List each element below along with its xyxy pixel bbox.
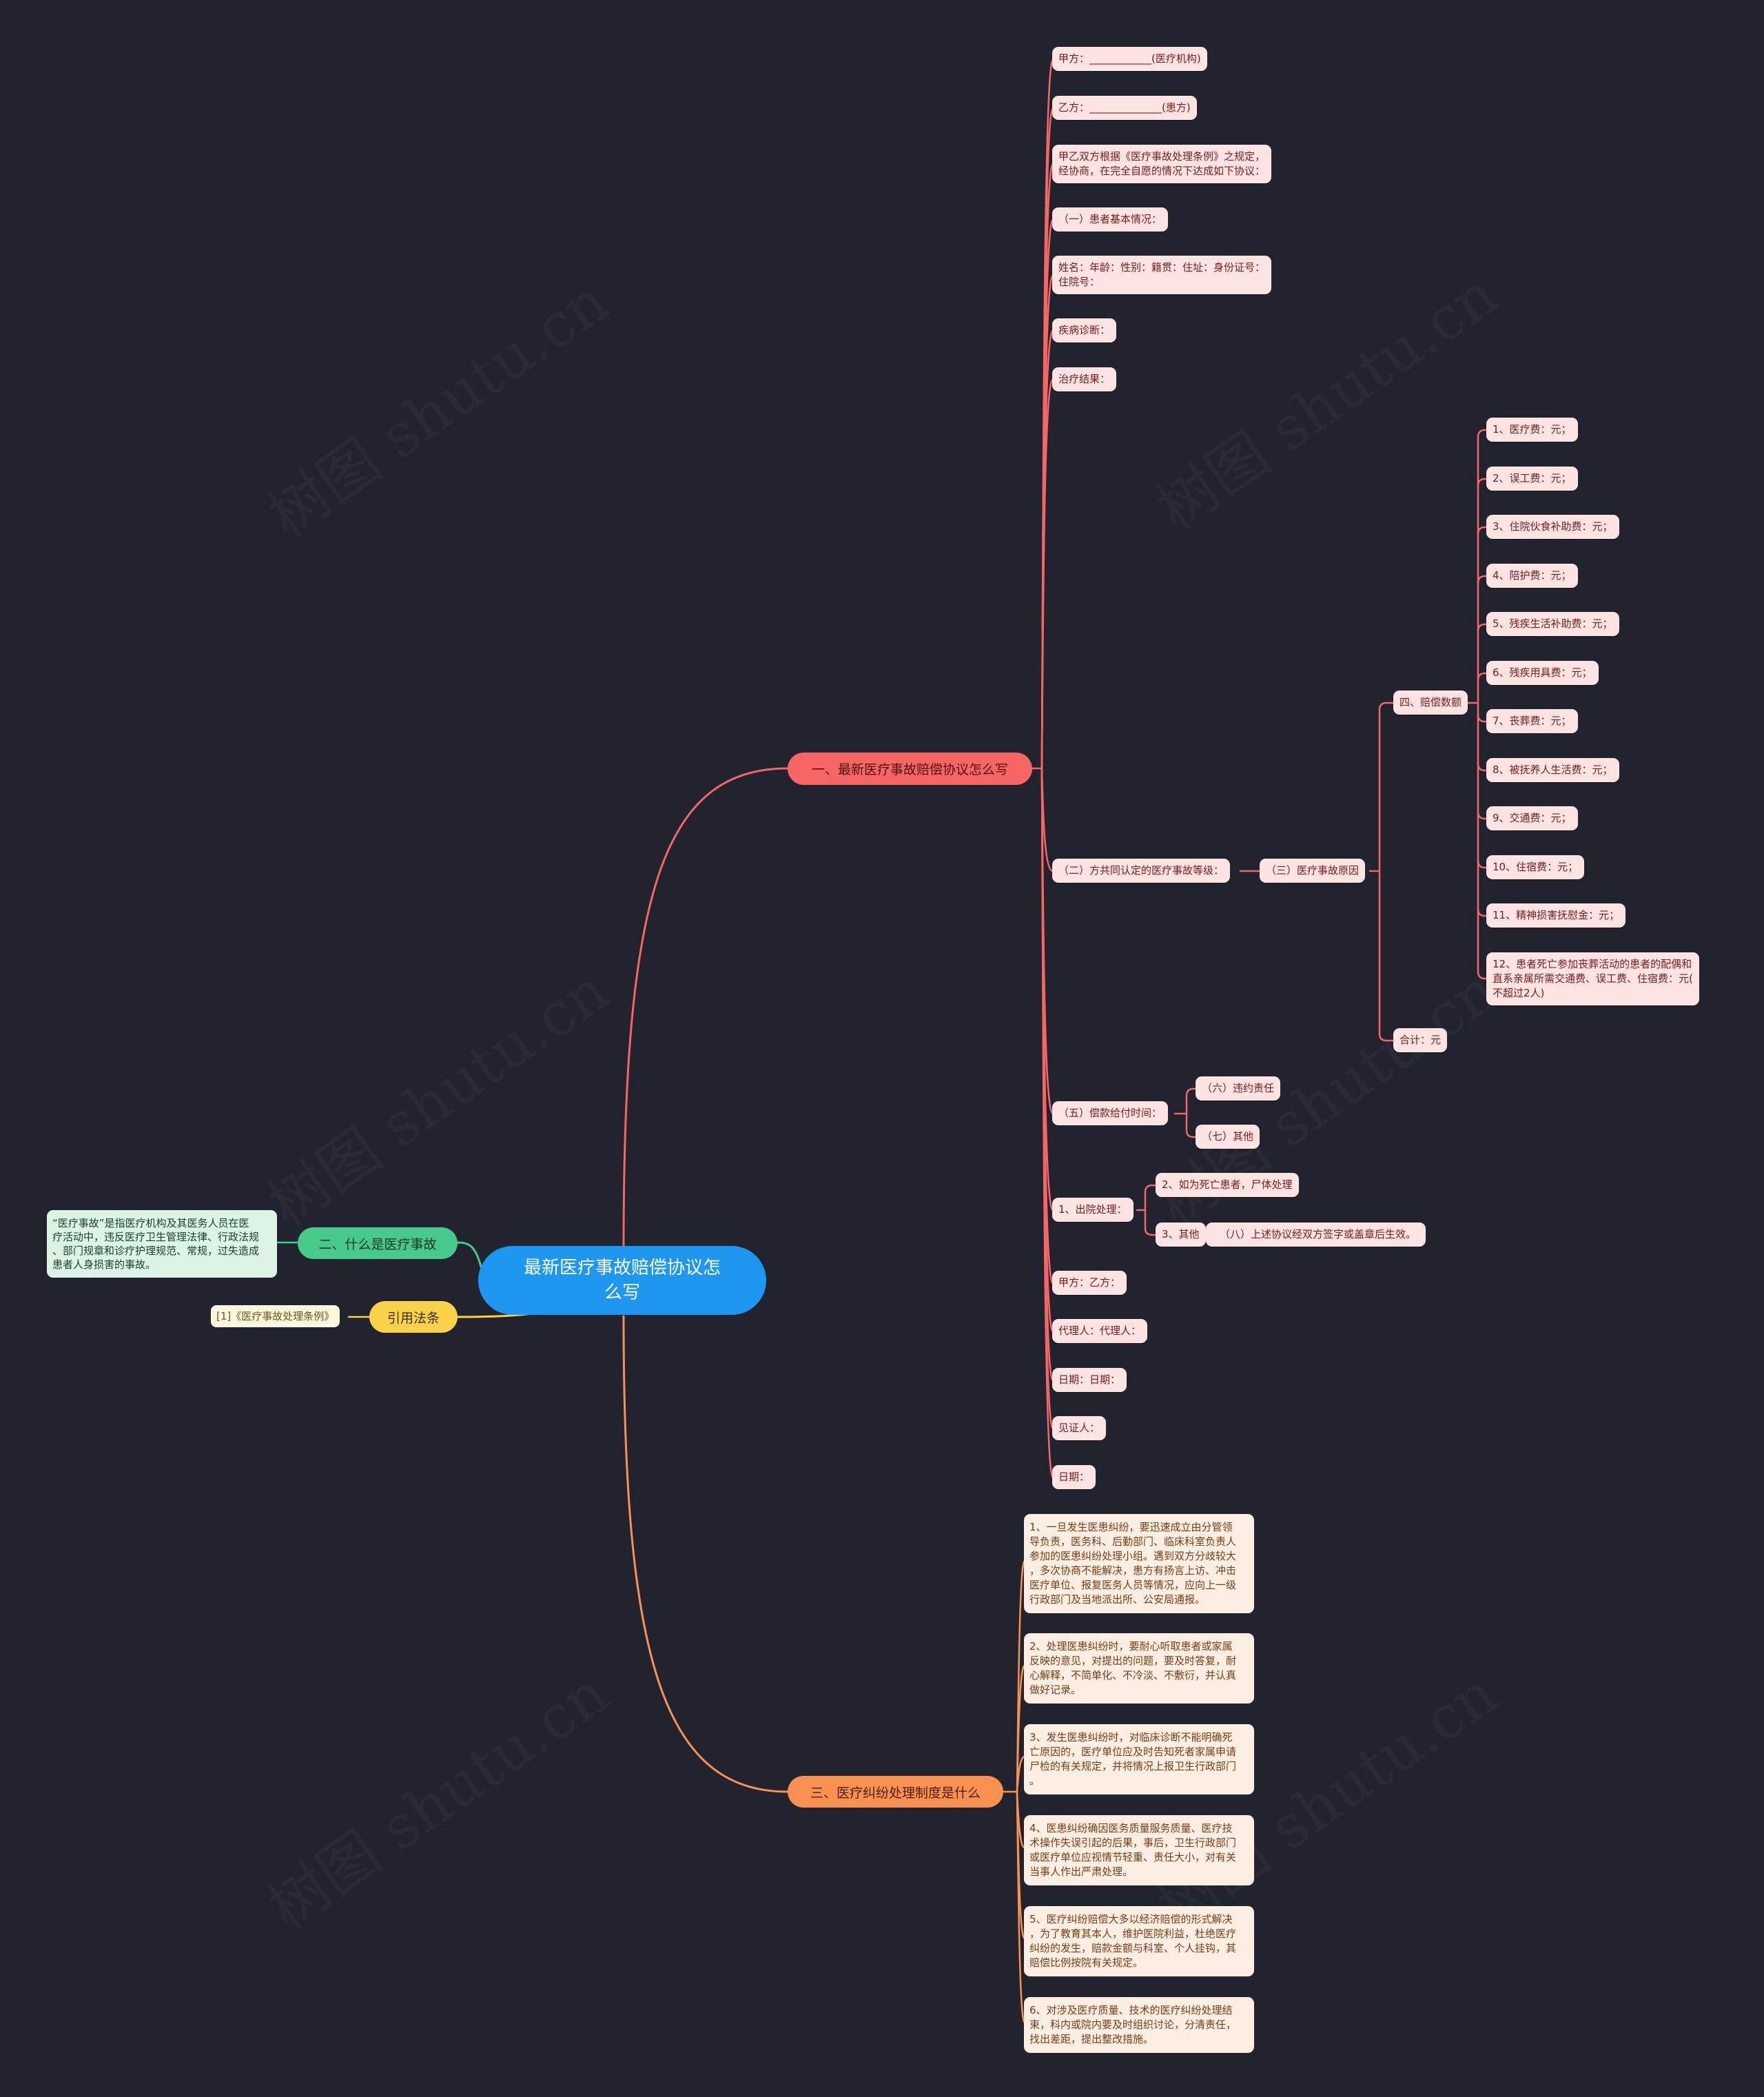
- leaf-fee-item[interactable]: 2、误工费：元；: [1486, 467, 1578, 491]
- edge-branch1-leaf: [1040, 767, 1054, 872]
- leaf-sec7-other[interactable]: （七）其他: [1196, 1125, 1260, 1149]
- edge-branch1-leaf: [1040, 378, 1054, 770]
- branch-cite-title: 引用法条: [387, 1310, 440, 1326]
- leaf-fee-item[interactable]: 7、丧葬费：元；: [1486, 709, 1578, 733]
- leaf-dispute-rule[interactable]: 2、处理医患纠纷时，要耐心听取患者或家属 反映的意见，对提出的问题，要及时答复，…: [1024, 1633, 1254, 1704]
- leaf-fee-item[interactable]: 9、交通费：元；: [1486, 806, 1578, 830]
- leaf-diagnosis[interactable]: 疾病诊断：: [1052, 318, 1117, 342]
- leaf-discharge[interactable]: 1、出院处理：: [1052, 1198, 1134, 1222]
- leaf-sec8-effective[interactable]: （八）上述协议经双方签字或盖章后生效。: [1206, 1223, 1426, 1247]
- leaf-dispute-rule[interactable]: 1、一旦发生医患纠纷，要迅速成立由分管领 导负责，医务科、后勤部门、临床科室负责…: [1024, 1514, 1254, 1613]
- root-title: 最新医疗事故赔偿协议怎么写: [523, 1258, 721, 1303]
- edge-branch3-leaf: [1016, 1790, 1026, 2024]
- leaf-fee-item[interactable]: 4、陪护费：元；: [1486, 564, 1578, 588]
- edge-root-branch3: [622, 1315, 789, 1793]
- leaf-preamble[interactable]: 甲乙双方根据《医疗事故处理条例》之规定， 经协商，在完全自愿的情况下达成如下协议…: [1052, 145, 1272, 183]
- leaf-fee-item[interactable]: 1、医疗费：元；: [1486, 418, 1578, 442]
- leaf-sec3-accident-cause[interactable]: （三）医疗事故原因: [1260, 859, 1366, 883]
- leaf-fee-item[interactable]: 6、残疾用具费：元；: [1486, 661, 1599, 685]
- leaf-sec4-compensation[interactable]: 四、赔偿数额: [1393, 691, 1468, 715]
- leaf-sign-parties[interactable]: 甲方：乙方：: [1052, 1271, 1127, 1295]
- branch-1-title: 一、最新医疗事故赔偿协议怎么写: [811, 762, 1008, 777]
- leaf-fee-item[interactable]: 12、患者死亡参加丧葬活动的患者的配偶和 直系亲属所需交通费、误工费、住宿费：元…: [1486, 952, 1699, 1005]
- edge-branch3-leaf: [1016, 1755, 1026, 1793]
- leaf-fee-item[interactable]: 10、住宿费：元；: [1486, 855, 1585, 879]
- leaf-date[interactable]: 日期：: [1052, 1465, 1096, 1489]
- leaf-party-a[interactable]: 甲方：____________(医疗机构): [1052, 47, 1207, 71]
- leaf-discharge-other[interactable]: 3、其他: [1156, 1223, 1206, 1247]
- edge-fee-item: [1477, 970, 1488, 980]
- leaf-dispute-rule[interactable]: 3、发生医患纠纷时，对临床诊断不能明确死 亡原因的，医疗单位应及时告知死者家属申…: [1024, 1724, 1254, 1794]
- edge-branch3-leaf: [1016, 1664, 1026, 1793]
- leaf-patient-info[interactable]: 姓名：年龄：性别：籍贯：住址：身份证号： 住院号：: [1052, 256, 1272, 294]
- leaf-accident-definition[interactable]: “医疗事故”是指医疗机构及其医务人员在医 疗活动中，违反医疗卫生管理法律、行政法…: [47, 1210, 277, 1278]
- branch-2-title: 二、什么是医疗事故: [318, 1236, 437, 1252]
- edge-branch1-leaf: [1040, 767, 1054, 1479]
- edge-fee-item: [1477, 429, 1488, 438]
- branch-citations[interactable]: 引用法条: [369, 1301, 458, 1333]
- leaf-sec2-accident-grade[interactable]: （二）方共同认定的医疗事故等级：: [1052, 859, 1231, 883]
- leaf-dispute-rule[interactable]: 4、医患纠纷确因医务质量服务质量、医疗技 术操作失误引起的后果，事后，卫生行政部…: [1024, 1815, 1254, 1885]
- edge-root-branch2: [455, 1241, 484, 1273]
- leaf-party-b[interactable]: 乙方：______________(患方): [1052, 96, 1197, 120]
- leaf-dispute-rule[interactable]: 6、对涉及医疗质量、技术的医疗纠纷处理结 束，科内或院内要及时组织讨论，分清责任…: [1024, 1997, 1254, 2053]
- edge-sec3-split: [1368, 702, 1395, 1042]
- branch-agreement-howto[interactable]: 一、最新医疗事故赔偿协议怎么写: [788, 753, 1032, 785]
- branch-dispute-system[interactable]: 三、医疗纠纷处理制度是什么: [788, 1776, 1003, 1808]
- edge-root-branch1: [622, 767, 789, 1249]
- leaf-dispute-rule[interactable]: 5、医疗纠纷赔偿大多以经济赔偿的形式解决 ，为了教育其本人，维护医院利益，杜绝医…: [1024, 1906, 1254, 1976]
- edge-discharge-children: [1136, 1184, 1157, 1236]
- leaf-citation-ref[interactable]: [1]《医疗事故处理条例》: [211, 1305, 340, 1327]
- leaf-discharge-deceased[interactable]: 2、如为死亡患者，尸体处理: [1156, 1173, 1299, 1197]
- leaf-fee-item[interactable]: 5、残疾生活补助费：元；: [1486, 612, 1619, 636]
- leaf-fee-item[interactable]: 11、精神损害抚慰金：元；: [1486, 903, 1626, 928]
- leaf-total[interactable]: 合计：元: [1393, 1028, 1448, 1052]
- branch-what-is-accident[interactable]: 二、什么是医疗事故: [298, 1227, 458, 1259]
- leaf-sign-agents[interactable]: 代理人：代理人：: [1052, 1319, 1148, 1343]
- leaf-sign-dates[interactable]: 日期：日期：: [1052, 1368, 1127, 1392]
- leaf-sec5-payment-time[interactable]: （五）偿款给付时间：: [1052, 1101, 1169, 1125]
- leaf-treatment-result[interactable]: 治疗结果：: [1052, 367, 1117, 391]
- edge-sec5-children: [1173, 1087, 1197, 1138]
- leaf-fee-item[interactable]: 3、住院伙食补助费：元；: [1486, 515, 1619, 539]
- leaf-witness[interactable]: 见证人：: [1052, 1416, 1107, 1440]
- leaf-sec6-breach[interactable]: （六）违约责任: [1196, 1076, 1281, 1101]
- leaf-sec1-patient-basic[interactable]: （一）患者基本情况：: [1052, 207, 1169, 232]
- branch-3-title: 三、医疗纠纷处理制度是什么: [810, 1785, 981, 1801]
- leaf-fee-item[interactable]: 8、被抚养人生活费：元；: [1486, 758, 1619, 782]
- root-topic[interactable]: 最新医疗事故赔偿协议怎么写: [478, 1246, 766, 1315]
